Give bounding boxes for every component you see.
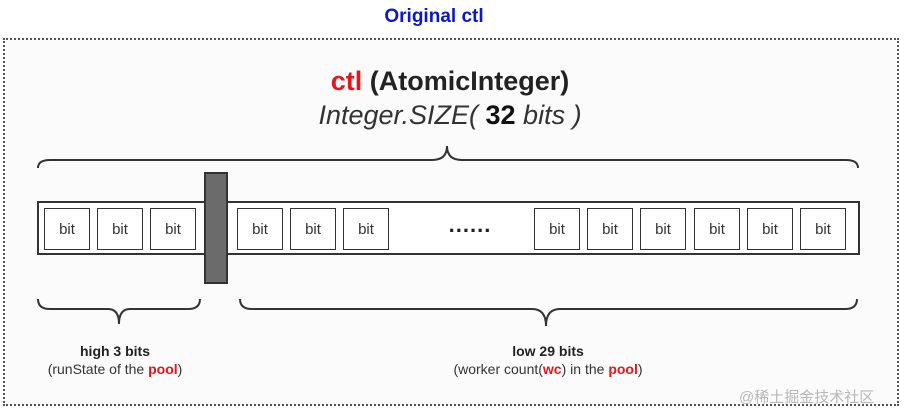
bit-cell-high: bit xyxy=(44,208,90,250)
bit-cell-low: bit xyxy=(747,208,793,250)
low-bits-desc: (worker count(wc) in the pool) xyxy=(453,361,643,377)
header-title: Original ctl xyxy=(384,6,484,27)
high-low-divider xyxy=(204,172,228,284)
pool-highlight: pool xyxy=(608,361,638,377)
ellipsis: ...... xyxy=(448,212,492,237)
main-title-rest: (AtomicInteger) xyxy=(362,66,570,96)
main-title-keyword: ctl xyxy=(330,66,363,96)
wc-highlight: wc xyxy=(542,361,562,377)
bit-cell-low: bit xyxy=(534,208,580,250)
high-bits-brace xyxy=(37,298,201,325)
low-bits-brace xyxy=(239,298,858,327)
subtitle-number: 32 xyxy=(485,100,516,130)
low-bits-label: low 29 bits (worker count(wc) in the poo… xyxy=(420,342,676,378)
subtitle-suffix: bits ) xyxy=(515,100,582,130)
bit-cell-low: bit xyxy=(290,208,336,250)
bit-cell-high: bit xyxy=(97,208,143,250)
bit-cell-low: bit xyxy=(640,208,686,250)
high-bits-desc: (runState of the pool) xyxy=(47,361,183,377)
top-brace xyxy=(37,145,859,169)
subtitle: Integer.SIZE( 32 bits ) xyxy=(260,100,640,131)
subtitle-prefix: Integer.SIZE( xyxy=(318,100,486,130)
bit-cell-low: bit xyxy=(237,208,283,250)
watermark: @稀土掘金技术社区 xyxy=(739,389,875,406)
bit-cell-high: bit xyxy=(150,208,196,250)
bit-cell-low: bit xyxy=(587,208,633,250)
bit-cell-low: bit xyxy=(694,208,740,250)
main-title: ctl (AtomicInteger) xyxy=(300,66,600,97)
bit-cell-low: bit xyxy=(800,208,846,250)
high-bits-label: high 3 bits (runState of the pool) xyxy=(30,342,200,378)
pool-highlight: pool xyxy=(148,361,178,377)
low-bits-title: low 29 bits xyxy=(512,343,584,359)
high-bits-title: high 3 bits xyxy=(80,343,150,359)
bit-cell-low: bit xyxy=(343,208,389,250)
